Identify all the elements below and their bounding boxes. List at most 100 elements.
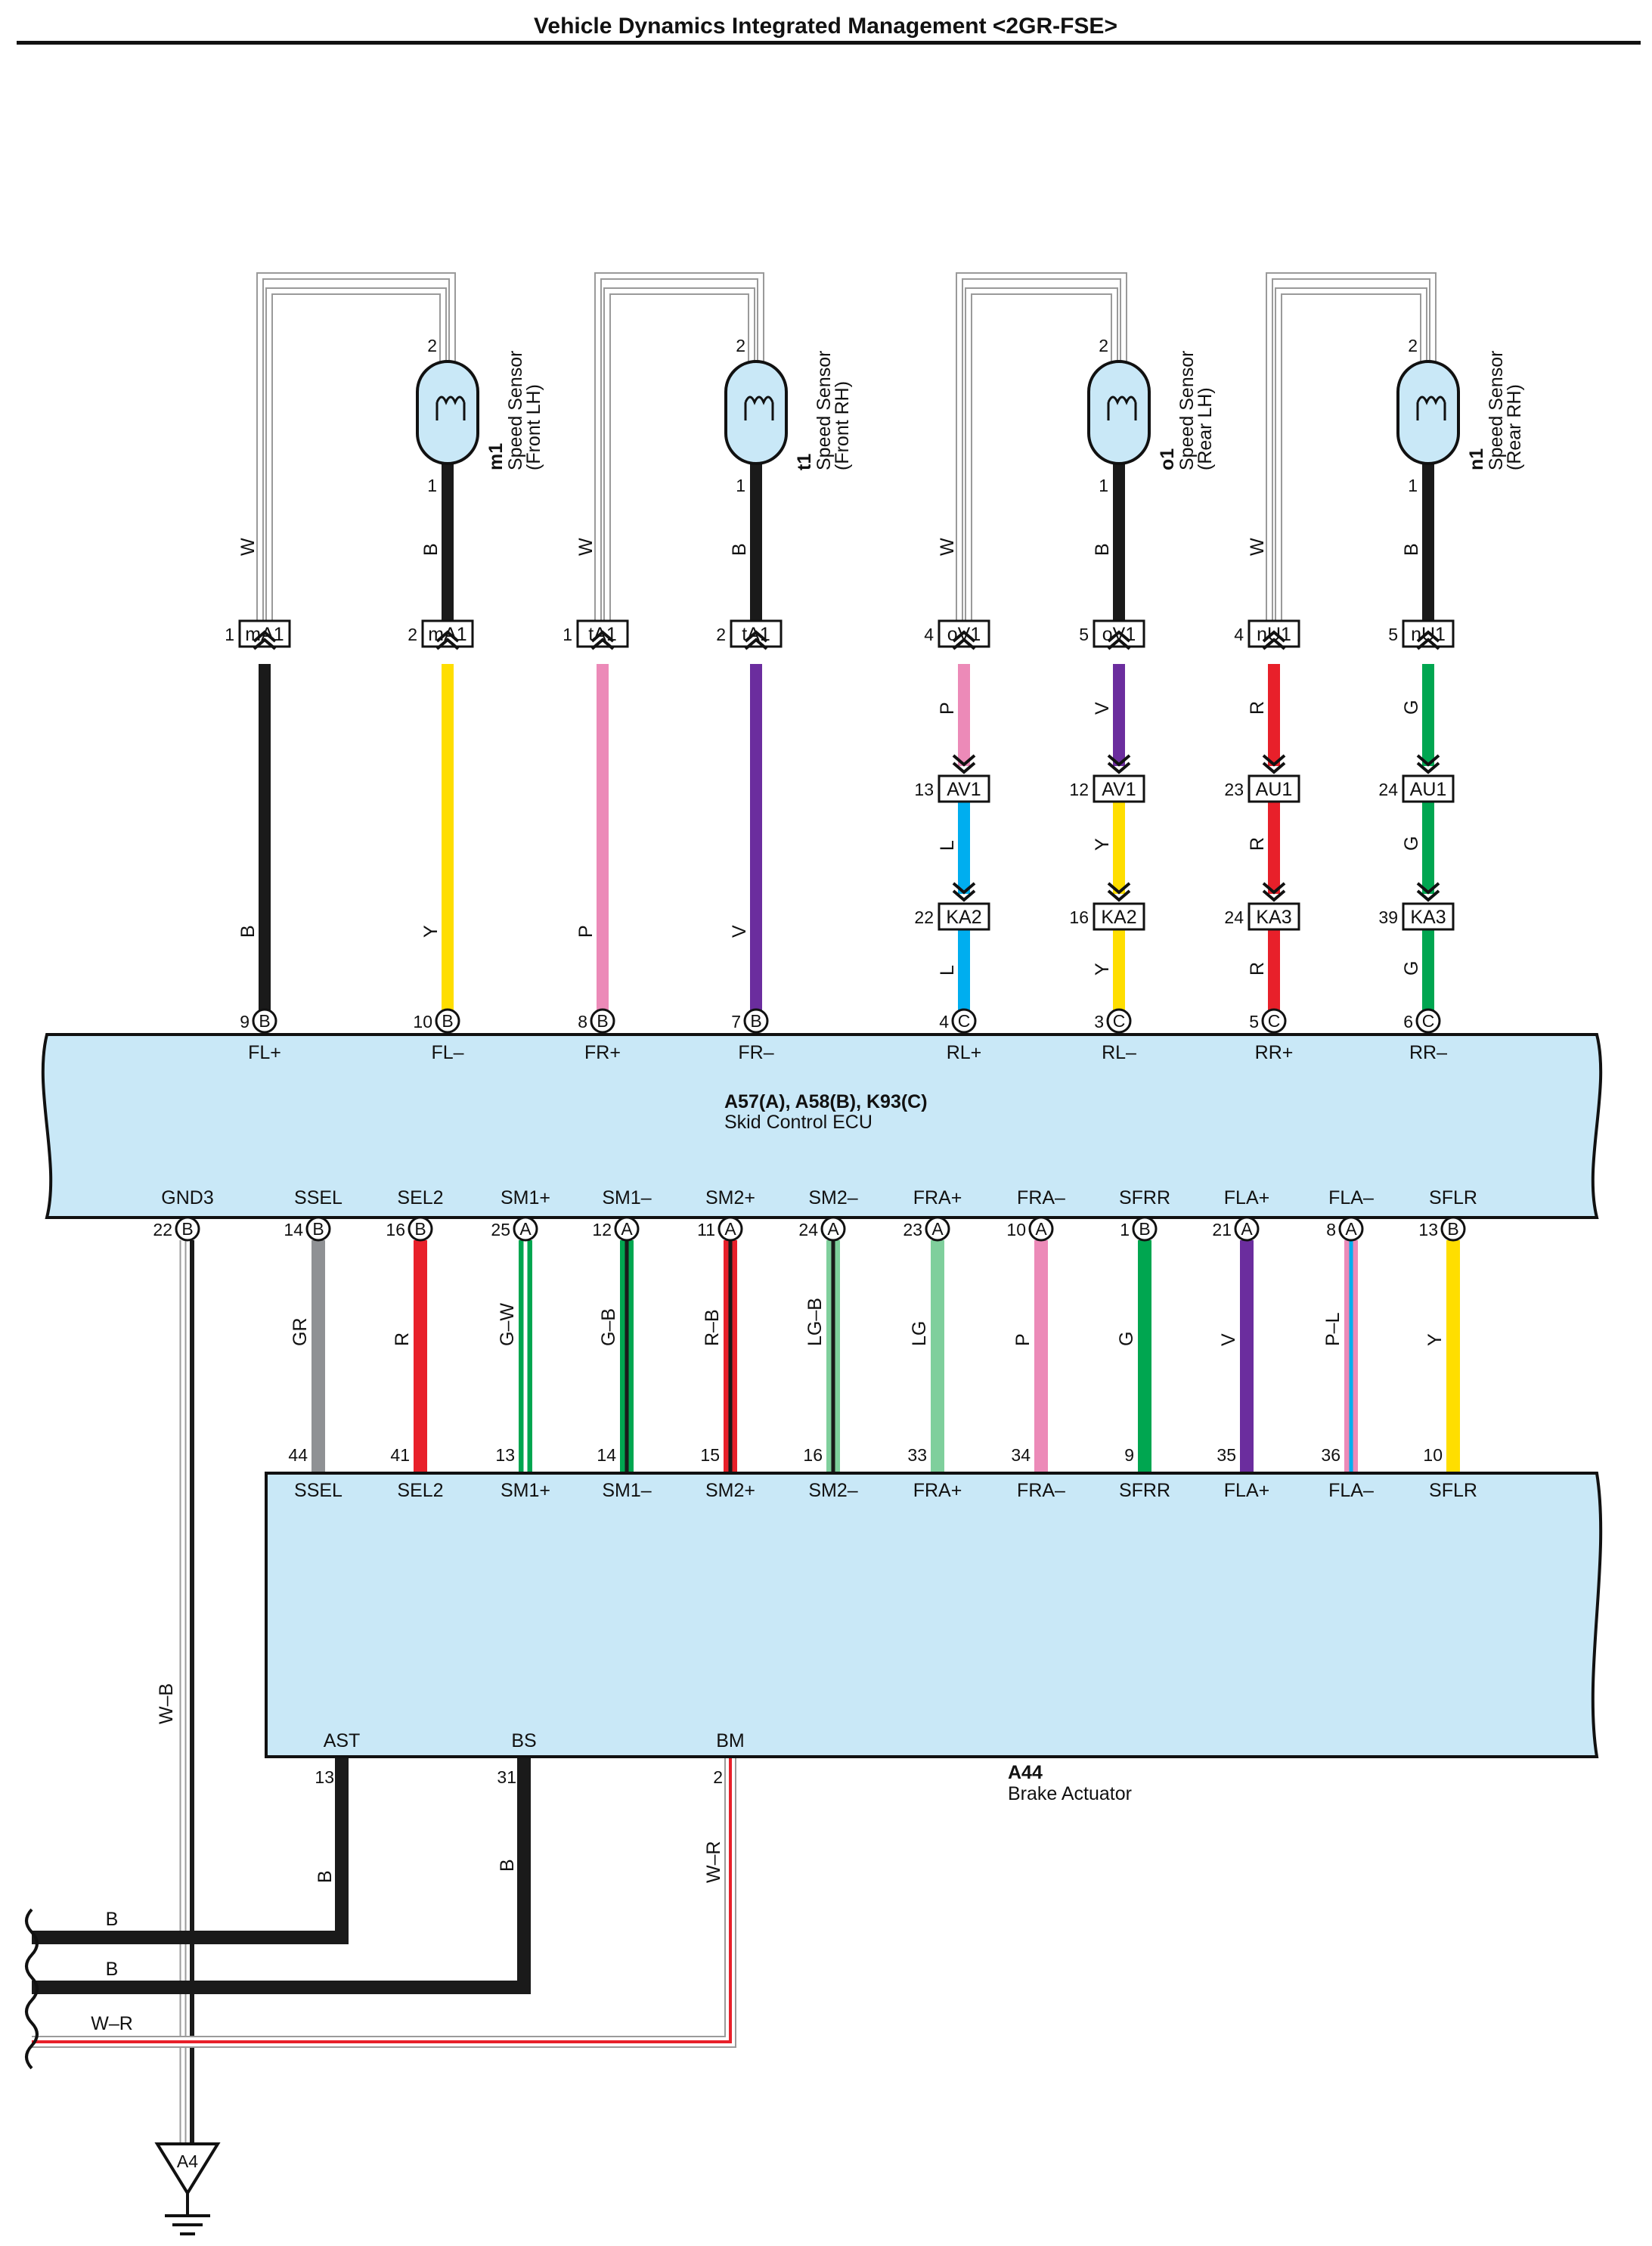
link-SFRR-ecu-terminal: SFRR [1119,1187,1170,1208]
actuator-name-label: Brake Actuator [1008,1783,1132,1804]
link-SM2+-ecu-terminal: SM2+ [705,1187,755,1208]
actuator-out-BS-color: B [497,1859,518,1872]
sensor-o1-wire-2-seg3-color: Y [1092,963,1113,976]
sensor-n1-wire-2-junction-chevron [1416,630,1440,650]
sensor-n1-loop-color: W [1247,538,1268,556]
connector-pin: 22 [914,907,934,927]
link-SFRR-act-pin: 9 [1124,1445,1134,1465]
sensor-t1-loop-inner [603,287,755,626]
pin-number: 5 [1249,1012,1259,1031]
sensor-t1-code: t1 [794,454,815,470]
sensor-o1-code: o1 [1157,448,1178,470]
pin-letter: B [312,1219,324,1239]
skid-control-ecu-box [41,1033,1603,1219]
pin-letter: A [1345,1219,1357,1239]
sensor-n1-wire-2-junction-chevron-stroke [1416,630,1440,643]
sensor-m1-loop-inner-edge [265,287,447,626]
pin-circle [1261,1008,1287,1034]
link-SM1+-ecu-terminal: SM1+ [501,1187,550,1208]
link-FLA+-ecu-pin: A21 [1212,1216,1260,1242]
connector-pin: 24 [1378,780,1398,799]
sensor-t1 [724,360,788,465]
actuator-out-BS-out-label: B [106,1959,119,1980]
ground-triangle [154,2142,221,2196]
sensor-o1-loop-inner [965,287,1118,626]
connector-box [1093,774,1145,803]
sensor-t1-loop-outer [594,272,764,626]
sensor-n1-wire-1-mid2-chevron-stroke [1262,889,1286,902]
pin-number: 6 [1403,1012,1413,1031]
sensor-o1-wire-1-mid1-chevron [952,754,976,774]
link-FLA+-color: V [1218,1333,1239,1346]
link-SM2–-act-pin: 16 [803,1445,823,1465]
title-rule [17,41,1641,45]
sensor-o1-wire-1-ecu-pin: C4 [939,1008,977,1034]
connector-pin: 5 [1388,625,1398,644]
sensor-t1-wire-1-seg1-color: P [575,925,597,938]
actuator-out-BS-pin: 31 [497,1767,516,1787]
link-SM2–-ecu-pin: A24 [798,1216,846,1242]
sensor-o1-wire-2-seg1-color: V [1092,702,1113,715]
connector-pin: 2 [408,625,417,644]
sensor-m1-signal-color: B [420,543,442,556]
connector-pin: 13 [914,780,934,799]
sensor-o1-wire-1-junction-chevron [952,630,976,650]
link-SM1+-act-terminal: SM1+ [501,1480,550,1501]
brake-actuator-box [265,1472,1603,1758]
pin-letter: A [1035,1219,1047,1239]
sensor-o1-wire-2-mid2-chevron-stroke [1107,889,1131,902]
link-SSEL-act-pin: 44 [288,1445,308,1465]
pin-number: 7 [731,1012,741,1031]
link-SSEL-color: GR [290,1318,311,1347]
connector-pin: 5 [1079,625,1089,644]
speed-sensor-icon [1087,360,1151,465]
sensor-o1-wire-2-terminal: RL– [1102,1042,1136,1063]
connector-box [938,902,990,931]
sensor-n1-wire-2-mid2-chevron-stroke [1416,882,1440,895]
link-FLA–-ecu-pin: A8 [1326,1216,1364,1242]
connector-code: mA1 [245,624,284,645]
page-title: Vehicle Dynamics Integrated Management <… [534,14,1117,39]
pin-letter: C [1422,1011,1435,1031]
actuator-out-BM-color: W–R [703,1841,724,1883]
sensor-o1-name: Speed Sensor [1176,351,1198,470]
sensor-n1-loop-inner [1275,287,1427,626]
sensor-m1-loop-outer-core [258,274,454,626]
sensor-n1-side: (Rear RH) [1504,384,1525,470]
sensor-o1-wire-2-junction-chevron-stroke [1107,638,1131,650]
sensor-o1-wire-1-seg1-color: P [937,702,958,715]
sensor-t1-name: Speed Sensor [814,351,835,470]
sensor-n1-wire-1-seg3-color: R [1247,962,1268,976]
connector-pin: 1 [563,625,572,644]
sensor-m1-loop-inner-core [267,289,445,626]
sensor-n1-wire-2-seg1-color: G [1401,700,1422,715]
connector-code: KA2 [1101,907,1136,928]
link-FRA+-color: LG [909,1321,930,1346]
link-FRA+-ecu-terminal: FRA+ [913,1187,962,1208]
pin-number: 13 [1418,1220,1438,1239]
link-SFRR-act-terminal: SFRR [1119,1480,1170,1501]
pin-number: 4 [939,1012,949,1031]
sensor-m1-wire-2-terminal: FL– [431,1042,463,1063]
sensor-m1-side: (Front LH) [523,384,544,470]
sensor-o1-wire-1-seg2-color: L [937,840,958,851]
link-SM1–-color: G–B [598,1308,619,1346]
pin-number: 3 [1094,1012,1104,1031]
sensor-o1-wire-2-mid1-chevron [1107,754,1131,774]
pin-letter: C [1113,1011,1126,1031]
sensor-t1-wire-1-ecu-pin: B8 [578,1008,615,1034]
link-FLA–-act-terminal: FLA– [1328,1480,1374,1501]
actuator-out-BM-pin: 2 [713,1767,723,1787]
actuator-out-AST-wire-core [32,1757,349,1944]
sensor-n1-wire-1-mid1-chevron [1262,754,1286,774]
link-SM2+-act-pin: 15 [700,1445,720,1465]
link-SFLR-color: Y [1424,1333,1446,1346]
connector-pin: 4 [924,625,934,644]
